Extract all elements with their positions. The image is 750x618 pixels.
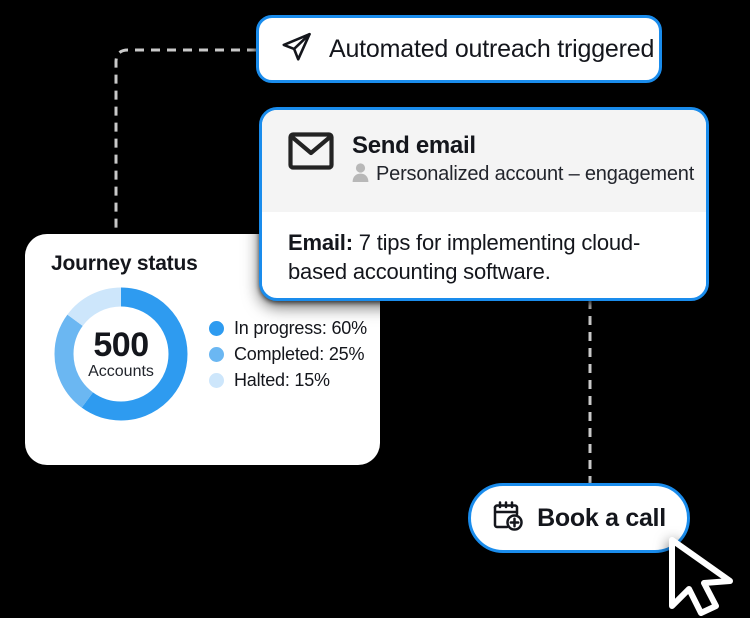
journey-status-card[interactable]: Journey status 500 Accounts In progress:… [25, 234, 380, 465]
send-email-header: Send email Personalized account – engage… [262, 110, 706, 212]
donut-slice-halted [54, 287, 188, 421]
send-email-body-text: Email: 7 tips for implementing cloud-bas… [288, 228, 682, 286]
connector-outreach-to-journey [114, 48, 256, 238]
legend-label: In progress: 60% [234, 317, 367, 338]
automated-outreach-pill[interactable]: Automated outreach triggered [256, 15, 662, 83]
person-icon [352, 163, 369, 187]
legend-dot [209, 320, 224, 336]
legend-dot [209, 346, 224, 362]
legend-item-halted: Halted: 15% [209, 370, 367, 391]
send-email-card[interactable]: Send email Personalized account – engage… [259, 107, 709, 301]
legend-label: Halted: 15% [234, 369, 330, 390]
donut-svg [54, 287, 188, 421]
legend-item-completed: Completed: 25% [209, 344, 367, 365]
book-a-call-label: Book a call [537, 503, 666, 532]
calendar-plus-icon [492, 500, 524, 537]
legend-item-in-progress: In progress: 60% [209, 318, 367, 339]
send-email-body: Email: 7 tips for implementing cloud-bas… [262, 212, 706, 287]
send-email-body-content: 7 tips for implementing cloud-based acco… [288, 230, 641, 285]
donut-slice-completed [54, 287, 188, 421]
donut-center-value: 500 [93, 325, 149, 364]
send-email-body-prefix: Email: [288, 230, 353, 255]
donut-center-label: 500 Accounts [51, 284, 191, 424]
send-email-title: Send email [352, 132, 476, 159]
send-email-header-text: Send email Personalized account – engage… [352, 132, 694, 187]
send-email-subtitle-row: Personalized account – engagement [352, 163, 694, 187]
book-a-call-button[interactable]: Book a call [468, 483, 690, 553]
journey-donut-chart: 500 Accounts [51, 284, 191, 424]
legend-label: Completed: 25% [234, 343, 365, 364]
mouse-pointer-icon [664, 536, 748, 618]
legend-dot [209, 372, 224, 388]
envelope-icon [288, 132, 334, 175]
send-paper-plane-icon [279, 30, 313, 69]
journey-status-body: 500 Accounts In progress: 60% Completed: … [51, 284, 380, 424]
donut-center-caption: Accounts [88, 362, 154, 380]
automated-outreach-label: Automated outreach triggered [329, 34, 655, 63]
journey-status-title: Journey status [51, 252, 198, 275]
send-email-subtitle: Personalized account – engagement [376, 163, 695, 186]
journey-legend: In progress: 60% Completed: 25% Halted: 15… [209, 318, 367, 391]
